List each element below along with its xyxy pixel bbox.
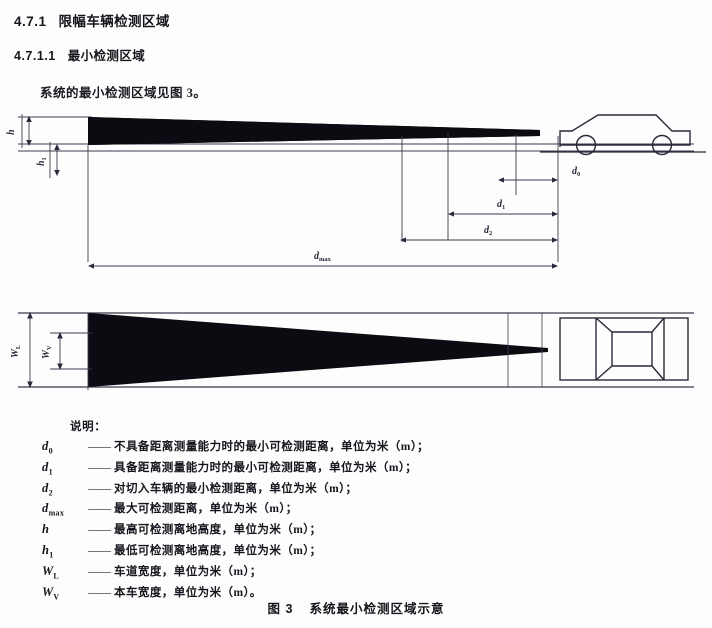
legend-description: 对切入车辆的最小检测距离，单位为米（m）； [114, 482, 358, 495]
legend-description: 最低可检测离地高度，单位为米（m）； [114, 544, 322, 557]
detection-zone-plan [88, 313, 548, 387]
dimension-d0: d0 [498, 166, 580, 183]
legend-item: WL —— 车道宽度，单位为米（m）； [42, 563, 682, 584]
legend-item: d2 —— 对切入车辆的最小检测距离，单位为米（m）； [42, 480, 682, 501]
figure-caption-text: 系统最小检测区域示意 [309, 602, 445, 616]
figure-caption-label: 图 3 [267, 602, 294, 616]
legend-symbol: dmax [42, 501, 65, 518]
legend-item: d0 —— 不具备距离测量能力时的最小可检测距离，单位为米（m）； [42, 438, 682, 459]
detection-zone-side-fill [88, 117, 540, 145]
legend-block: 说明： d0 —— 不具备距离测量能力时的最小可检测距离，单位为米（m）； d1… [42, 418, 682, 604]
dimension-h: h [6, 116, 32, 146]
subsection-number: 4.7.1.1 [14, 49, 56, 63]
legend-description: 具备距离测量能力时的最小可检测距离，单位为米（m）； [114, 461, 418, 474]
section-heading: 4.7.1 限幅车辆检测区域 [14, 10, 170, 30]
legend-item: dmax —— 最大可检测距离，单位为米（m）； [42, 500, 682, 521]
legend-dash: —— [88, 501, 111, 516]
legend-description: 车道宽度，单位为米（m）； [114, 565, 262, 578]
figure-caption: 图 3 系统最小检测区域示意 [0, 598, 712, 617]
legend-dash: —— [88, 522, 111, 537]
legend-dash: —— [88, 563, 111, 578]
figure-plan-view: WL WV [0, 290, 712, 415]
dimension-label-WL: WL [10, 344, 22, 358]
dimension-d2: d2 [400, 136, 558, 243]
legend-symbol: h1 [42, 542, 54, 560]
legend-symbol: d2 [42, 480, 53, 498]
figure-side-view: h h1 [0, 100, 712, 285]
dimension-label-dmax: dmax [314, 251, 332, 263]
legend-symbol: WL [42, 563, 60, 581]
section-number: 4.7.1 [14, 14, 47, 29]
legend-symbol: d1 [42, 459, 53, 477]
legend-title: 说明： [70, 421, 107, 433]
dimension-dmax: dmax [88, 251, 558, 269]
dimension-WL: WL [10, 312, 33, 388]
legend-item: h —— 最高可检测离地高度，单位为米（m）； [42, 521, 682, 542]
body-paragraph: 系统的最小检测区域见图 3。 [40, 86, 207, 100]
dimension-label-d0: d0 [572, 166, 580, 178]
legend-dash: —— [88, 459, 111, 474]
dimension-label-d1: d1 [497, 199, 505, 211]
legend-dash: —— [88, 584, 111, 599]
subsection-title: 最小检测区域 [67, 49, 146, 63]
section-title: 限幅车辆检测区域 [58, 14, 170, 29]
legend-symbol: WV [42, 584, 60, 602]
dimension-d1: d1 [448, 199, 558, 217]
dimension-label-d2: d2 [484, 225, 492, 237]
dimension-label-h: h [6, 129, 17, 135]
subsection-heading: 4.7.1.1 最小检测区域 [14, 45, 145, 64]
legend-item: h1 —— 最低可检测离地高度，单位为米（m）； [42, 542, 682, 563]
dimension-h1: h1 [36, 144, 60, 176]
legend-item: d1 —— 具备距离测量能力时的最小可检测距离，单位为米（m）； [42, 459, 682, 480]
legend-description: 本车宽度，单位为米（m）。 [114, 586, 262, 599]
legend-symbol: h [42, 522, 50, 537]
dimension-label-h1: h1 [36, 157, 48, 166]
legend-dash: —— [88, 480, 111, 495]
legend-dash: —— [88, 439, 111, 453]
legend-description: 最高可检测离地高度，单位为米（m）； [114, 524, 322, 537]
legend-dash: —— [88, 542, 111, 557]
legend-description: 不具备距离测量能力时的最小可检测距离，单位为米（m）； [114, 441, 429, 453]
host-vehicle-plan-view [559, 317, 689, 381]
legend-item: WV —— 本车宽度，单位为米（m）。 [42, 584, 682, 605]
dimension-label-WV: WV [41, 345, 53, 359]
dimension-WV: WV [41, 332, 63, 370]
host-vehicle-side-view [559, 114, 691, 156]
legend-description: 最大可检测距离，单位为米（m）； [114, 503, 298, 516]
legend-symbol: d0 [42, 439, 53, 456]
